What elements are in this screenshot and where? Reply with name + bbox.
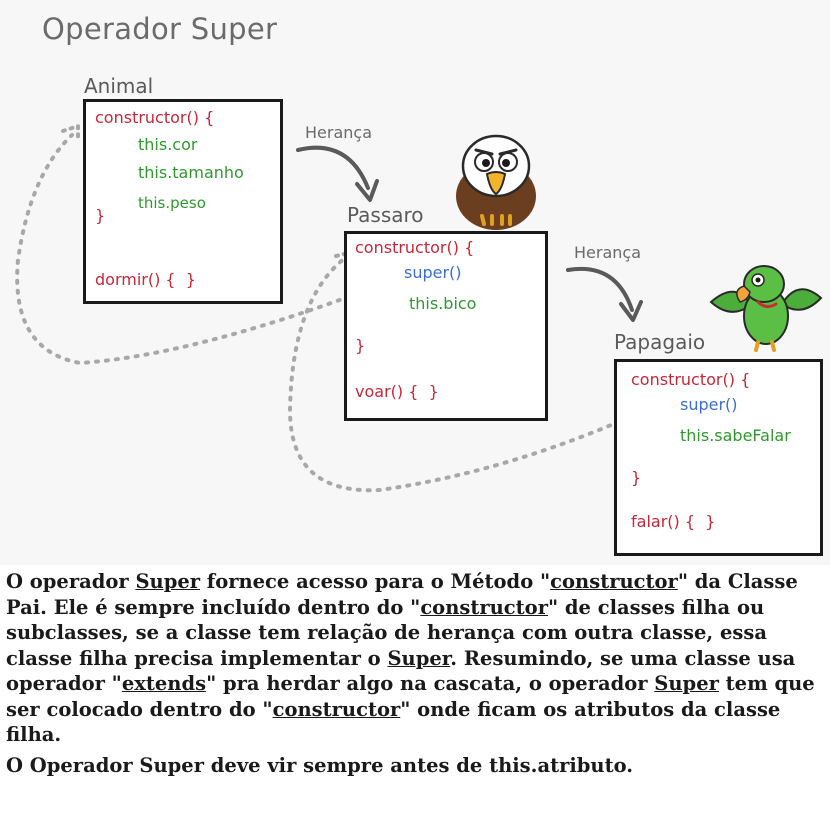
class-box-animal: constructor() { this.cor this.tamanho th… — [83, 99, 283, 304]
connector-layer — [15, 123, 823, 493]
inheritance-arrow-1 — [296, 145, 370, 190]
inheritance-label-2: Herança — [574, 243, 641, 262]
parrot-icon — [709, 265, 823, 352]
animal-attr-tamanho: this.tamanho — [138, 163, 244, 182]
passaro-constructor-close: } — [355, 336, 366, 355]
inheritance-arrowhead-1 — [355, 179, 379, 202]
papagaio-constructor-close: } — [631, 468, 642, 487]
caption-keyword-super: Super — [135, 570, 201, 593]
caption-paragraph-2: O Operador Super deve vir sempre antes d… — [6, 753, 634, 777]
caption-keyword-extends: extends — [121, 672, 207, 695]
caption-text: " da Classe Pai. Ele é sempre incluído d… — [6, 570, 798, 619]
papagaio-attr-sabefalar: this.sabeFalar — [680, 426, 791, 445]
super-link-papagaio-passaro — [287, 256, 667, 493]
caption-text: tem que ser colocado dentro do " — [6, 672, 815, 721]
super-link-passaro-animal — [15, 133, 398, 366]
caption-keyword-super: Super — [654, 672, 719, 695]
caption-text: " onde ficam os atributos da classe filh… — [6, 697, 781, 747]
inheritance-arrow-2 — [566, 266, 634, 312]
caption-text: " pra herdar algo na cascata, o operador — [206, 672, 655, 695]
papagaio-super-call: super() — [680, 395, 738, 414]
passaro-attr-bico: this.bico — [409, 294, 477, 313]
class-box-papagaio: constructor() { super() this.sabeFalar }… — [614, 359, 823, 556]
super-link-arrowhead-animal — [61, 123, 80, 144]
caption-text: . Resumindo, se uma classe usa operador … — [6, 646, 796, 696]
passaro-super-call: super() — [404, 263, 462, 282]
caption-keyword-constructor: constructor — [420, 595, 548, 619]
papagaio-method-falar: falar() { } — [631, 512, 716, 531]
inheritance-label-1: Herança — [305, 123, 372, 142]
caption: O operador Super fornece acesso para o M… — [6, 569, 821, 778]
caption-paragraph-1: O operador Super fornece acesso para o M… — [6, 569, 821, 748]
caption-text: " de classes filha ou subclasses, se a c… — [6, 595, 767, 670]
animal-attr-peso: this.peso — [138, 194, 206, 212]
caption-keyword-super: Super — [387, 646, 451, 670]
caption-keyword-constructor: constructor — [550, 570, 678, 593]
animal-method-dormir: dormir() { } — [95, 270, 196, 289]
caption-text: fornece acesso para o Método " — [200, 570, 551, 593]
diagram-figure: Operador Super Animal constructor() { th… — [15, 12, 823, 556]
class-box-passaro: constructor() { super() this.bico } voar… — [344, 231, 548, 421]
inheritance-arrowhead-2 — [619, 300, 643, 322]
animal-constructor-close: } — [95, 206, 106, 225]
passaro-constructor: constructor() { — [355, 238, 475, 257]
caption-text: O operador — [6, 570, 136, 593]
animal-constructor: constructor() { — [95, 108, 215, 127]
papagaio-constructor: constructor() { — [631, 370, 751, 389]
class-name-animal: Animal — [84, 74, 154, 98]
diagram-title: Operador Super — [42, 12, 278, 46]
passaro-method-voar: voar() { } — [355, 382, 439, 401]
class-name-passaro: Passaro — [347, 203, 424, 227]
class-name-papagaio: Papagaio — [614, 330, 706, 354]
eagle-icon — [456, 134, 536, 230]
animal-attr-cor: this.cor — [138, 135, 198, 154]
caption-keyword-constructor: constructor — [272, 697, 401, 721]
